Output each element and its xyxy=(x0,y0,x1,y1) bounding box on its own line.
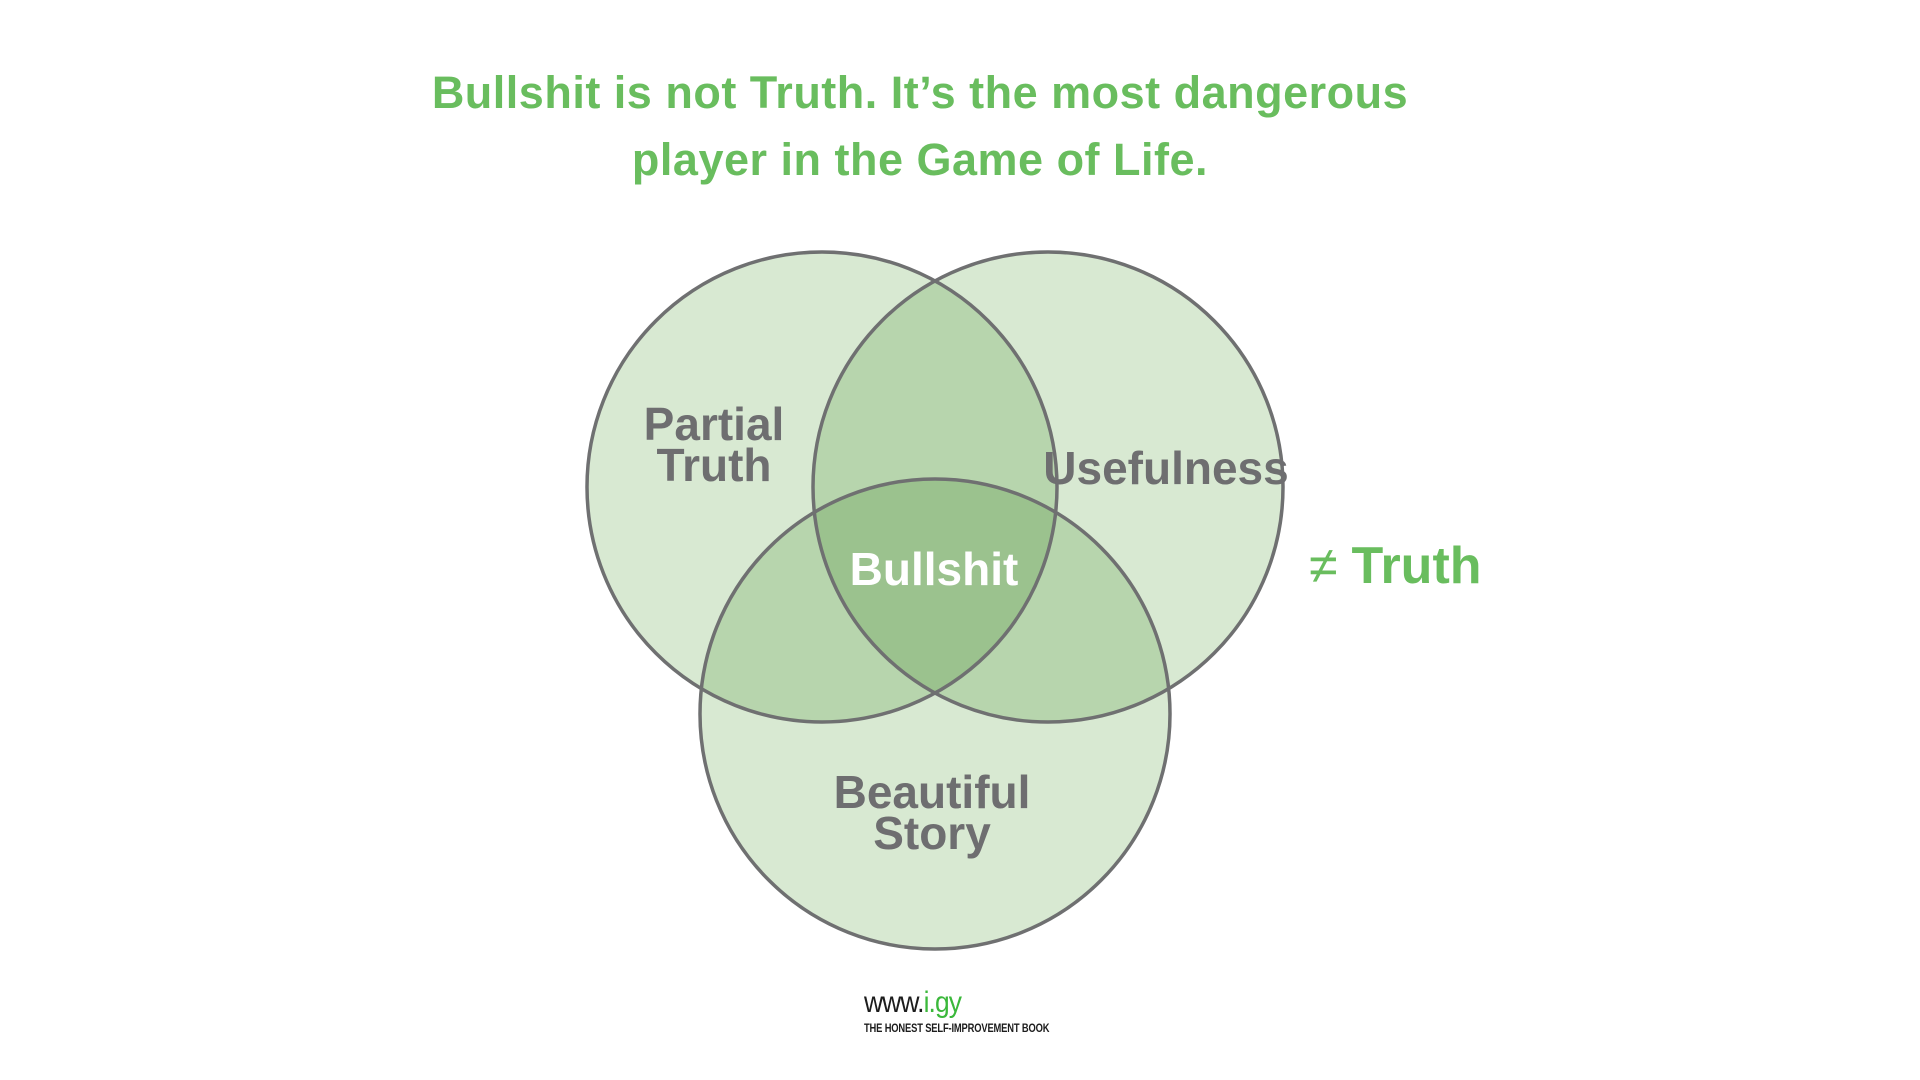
page-title: Bullshit is not Truth. It’s the most dan… xyxy=(0,59,1840,193)
label-usefulness: Usefulness xyxy=(1043,442,1289,494)
venn-circle-outlines xyxy=(585,250,1285,951)
footer-url-www: www. xyxy=(864,986,924,1019)
circle-outline-partial-truth xyxy=(585,250,1059,724)
label-bullshit-center: Bullshit xyxy=(849,543,1019,595)
circle-fill-beautiful-story xyxy=(700,479,1170,949)
label-beautiful-story-line-2: Story xyxy=(873,807,991,859)
circle-outline-usefulness xyxy=(811,250,1285,724)
label-partial-truth: Partial Truth xyxy=(643,398,785,491)
circle-outline-beautiful-story xyxy=(698,477,1172,951)
label-beautiful-story-line-1: Beautiful xyxy=(833,766,1031,818)
not-equal-icon: ≠ xyxy=(1309,537,1338,595)
label-beautiful-story: Beautiful Story xyxy=(833,766,1031,859)
label-partial-truth-line-1: Partial xyxy=(643,398,785,450)
title-line-2: player in the Game of Life. xyxy=(631,134,1209,185)
title-line-1: Bullshit is not Truth. It’s the most dan… xyxy=(431,67,1409,118)
footer-url-domain: i.gy xyxy=(923,986,962,1019)
venn-circle-fills xyxy=(587,252,1283,949)
footer-tagline: THE HONEST SELF-IMPROVEMENT BOOK xyxy=(864,1021,1050,1035)
label-partial-truth-line-2: Truth xyxy=(656,439,772,491)
annotation-not-equal-truth: ≠Truth xyxy=(1309,540,1482,592)
annotation-truth-text: Truth xyxy=(1351,537,1482,595)
footer-logo: www.i.gy xyxy=(864,986,962,1019)
